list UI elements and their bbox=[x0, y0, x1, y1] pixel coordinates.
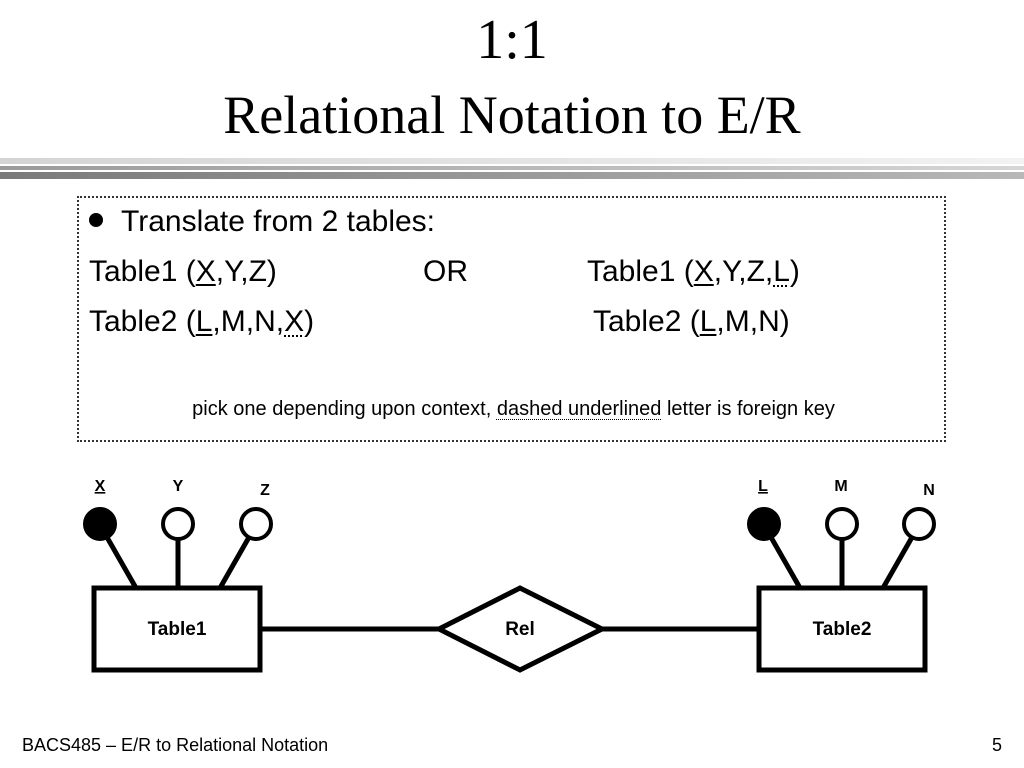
entity-table2-box bbox=[756, 585, 928, 673]
attribute-label-y: Y bbox=[173, 478, 184, 495]
key-attribute-circle-icon bbox=[83, 507, 117, 541]
or-label: OR bbox=[423, 255, 468, 288]
note-text: letter is foreign key bbox=[661, 398, 835, 420]
left-table2-notation: Table2 (L,M,N,X) bbox=[89, 305, 314, 339]
notation-text: ,Y,Z, bbox=[713, 255, 774, 288]
bullet-dot-icon bbox=[89, 213, 103, 228]
foreign-key: X bbox=[284, 305, 305, 338]
notation-text: ,M,N) bbox=[716, 305, 790, 338]
slide-title-line1: 1:1 bbox=[476, 9, 548, 71]
relationship-diamond bbox=[433, 585, 608, 673]
notation-text: Table1 ( bbox=[89, 255, 196, 288]
right-table2-notation: Table2 (L,M,N) bbox=[593, 305, 790, 339]
entity-table2-label: Table2 bbox=[813, 619, 872, 640]
right-table1-notation: Table1 (X,Y,Z,L) bbox=[587, 255, 800, 289]
relationship-label: Rel bbox=[505, 619, 535, 640]
attribute-link bbox=[217, 523, 259, 590]
attribute-link bbox=[880, 523, 922, 590]
slide-title-line2: Relational Notation to E/R bbox=[223, 85, 801, 145]
entity-table1-box bbox=[91, 585, 263, 673]
attribute-label-l: L bbox=[758, 478, 768, 495]
attribute-link bbox=[761, 523, 803, 590]
attribute-circle-icon bbox=[239, 507, 273, 541]
notation-text: ,Y,Z) bbox=[215, 255, 277, 288]
primary-key: X bbox=[195, 255, 216, 288]
notation-text: Table2 ( bbox=[89, 305, 196, 338]
primary-key: X bbox=[693, 255, 714, 288]
notation-text: Table2 ( bbox=[593, 305, 700, 338]
foreign-key: L bbox=[773, 255, 790, 288]
attribute-label-n: N bbox=[923, 482, 935, 499]
attribute-circle-icon bbox=[902, 507, 936, 541]
content-box: Translate from 2 tables: Table1 (X,Y,Z) … bbox=[77, 196, 946, 442]
notation-text: ) bbox=[789, 255, 800, 288]
key-attribute-circle-icon bbox=[747, 507, 781, 541]
notation-text: Table1 ( bbox=[587, 255, 694, 288]
attribute-label-z: Z bbox=[260, 482, 270, 499]
attribute-circle-icon bbox=[161, 507, 195, 541]
note-dashed-text: dashed underlined bbox=[496, 398, 662, 420]
foreign-key-note: pick one depending upon context, dashed … bbox=[79, 397, 948, 421]
notation-text: ,M,N, bbox=[212, 305, 285, 338]
primary-key: L bbox=[195, 305, 213, 338]
attribute-link bbox=[97, 523, 139, 590]
notation-text: ) bbox=[304, 305, 315, 338]
footer-page-number: 5 bbox=[991, 735, 1002, 755]
left-table1-notation: Table1 (X,Y,Z) bbox=[89, 255, 277, 289]
primary-key: L bbox=[699, 305, 717, 338]
entity-table1-label: Table1 bbox=[148, 619, 207, 640]
attribute-circle-icon bbox=[825, 507, 859, 541]
note-text: pick one depending upon context, bbox=[192, 398, 497, 420]
bullet-text: Translate from 2 tables: bbox=[121, 205, 436, 238]
attribute-label-m: M bbox=[834, 478, 847, 495]
footer-course: BACS485 – E/R to Relational Notation bbox=[22, 735, 329, 755]
bullet-line: Translate from 2 tables: bbox=[89, 205, 435, 239]
attribute-label-x: X bbox=[95, 478, 106, 495]
